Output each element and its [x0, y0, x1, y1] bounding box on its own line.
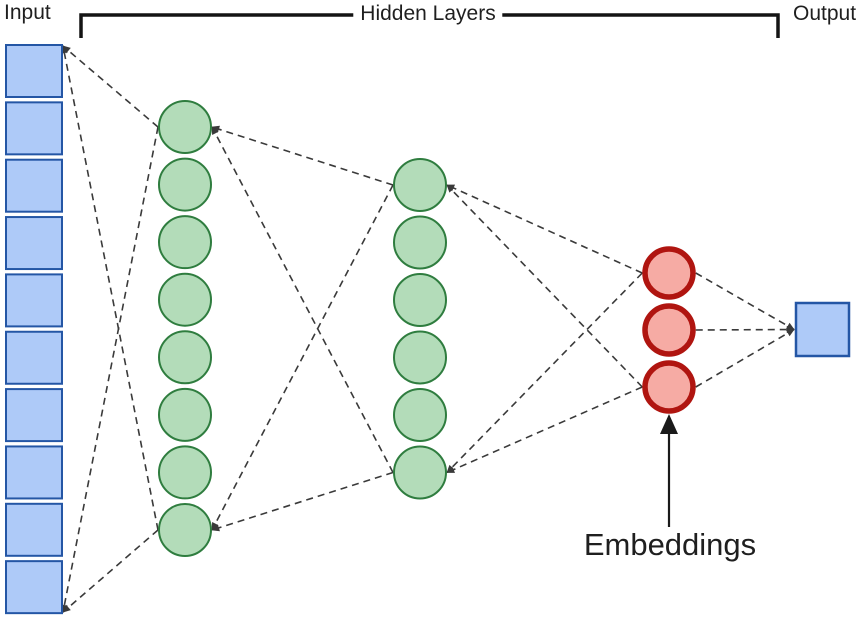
- hidden-layers-label: Hidden Layers: [353, 2, 503, 26]
- input-node-3: [5, 158, 63, 213]
- connector-line: [62, 529, 159, 613]
- connector-line: [695, 328, 795, 388]
- connector-line: [211, 471, 394, 532]
- connector-line: [446, 272, 643, 474]
- input-node-1: [5, 44, 63, 98]
- input-node-7: [5, 388, 63, 443]
- input-layer-label: Input: [4, 1, 51, 24]
- hidden2-node-5: [393, 388, 447, 442]
- input-node-2: [5, 101, 63, 156]
- hidden1-node-8: [158, 502, 212, 557]
- input-node-8: [5, 445, 63, 500]
- connector-line: [695, 272, 795, 331]
- connector-line: [60, 126, 159, 613]
- connector-line: [446, 184, 643, 388]
- connector-line: [60, 45, 159, 531]
- connector-line: [211, 126, 394, 473]
- hidden2-node-6: [393, 445, 447, 500]
- connector-line: [211, 184, 394, 531]
- hidden1-node-6: [158, 387, 212, 442]
- connector-line: [211, 125, 394, 186]
- embedding-node-2: [642, 303, 696, 357]
- output-node: [794, 301, 851, 358]
- connector-line: [62, 45, 159, 128]
- hidden1-node-4: [158, 272, 212, 327]
- embedding-node-3: [642, 360, 696, 414]
- connector-line: [695, 325, 795, 334]
- hidden2-node-4: [393, 330, 447, 385]
- hidden1-node-2: [158, 157, 212, 212]
- hidden1-node-5: [158, 330, 212, 385]
- input-node-5: [5, 273, 63, 328]
- input-node-4: [5, 216, 63, 271]
- input-node-6: [5, 330, 63, 385]
- hidden2-node-3: [393, 273, 447, 327]
- input-node-10: [5, 560, 63, 615]
- hidden1-node-7: [158, 445, 212, 500]
- hidden1-node-1: [158, 100, 212, 154]
- connector-line: [446, 184, 643, 274]
- embeddings-label: Embeddings: [583, 527, 757, 562]
- hidden1-node-3: [158, 215, 212, 270]
- hidden2-node-2: [393, 215, 447, 270]
- connector-line: [446, 386, 643, 474]
- hidden2-node-1: [393, 158, 447, 212]
- input-node-9: [5, 502, 63, 557]
- embedding-node-1: [642, 246, 696, 300]
- output-layer-label: Output: [793, 2, 857, 25]
- embeddings-arrowhead-icon: [660, 414, 678, 434]
